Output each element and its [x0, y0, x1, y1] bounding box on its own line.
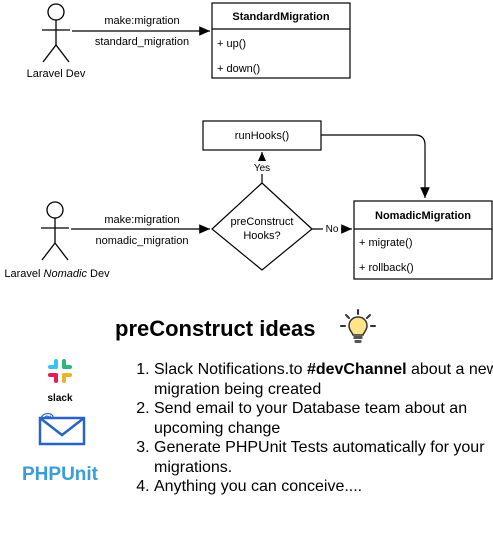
integration-logos: slack @ PHPUnit: [22, 359, 99, 485]
decision-line-1: preConstruct: [231, 216, 294, 228]
method-up: + up(): [217, 38, 246, 50]
laravel-nomadic-dev-actor: [41, 201, 69, 261]
slack-icon: [48, 359, 72, 383]
migration-flow-diagram: Laravel Dev make:migration standard_migr…: [4, 2, 493, 280]
idea-item: Send email to your Database team about a…: [154, 399, 493, 438]
slack-text: slack: [47, 393, 72, 404]
run-hooks-label: runHooks(): [235, 130, 289, 142]
light-bulb-icon: [340, 309, 376, 343]
decision-line-2: Hooks?: [243, 230, 280, 242]
method-rollback: + rollback(): [359, 262, 414, 274]
arrow-label-make-migration: make:migration: [104, 15, 179, 27]
ideas-title: preConstruct ideas: [115, 316, 316, 341]
no-label: No: [326, 224, 339, 235]
arrow-label-nomadic-migration: nomadic_migration: [96, 235, 189, 247]
laravel-nomadic-dev-label: Laravel Nomadic Dev: [4, 268, 110, 280]
preconstruct-hooks-decision: preConstruct Hooks?: [211, 182, 313, 271]
arrow-label-standard-migration: standard_migration: [95, 36, 189, 48]
hooks-to-nomadic-arrow: [321, 134, 430, 198]
email-icon: @: [38, 411, 86, 446]
idea-item: Slack Notifications.to #devChannel about…: [154, 360, 493, 399]
nomadic-migration-class: NomadicMigration + migrate() + rollback(…: [353, 200, 493, 280]
yes-label: Yes: [254, 163, 270, 174]
method-down: + down(): [217, 63, 260, 75]
idea-item: Anything you can conceive....: [154, 477, 493, 497]
standard-migration-name: StandardMigration: [232, 11, 329, 23]
method-migrate: + migrate(): [359, 237, 413, 249]
ideas-list: Slack Notifications.to #devChannel about…: [118, 360, 493, 497]
standard-migration-class: StandardMigration + up() + down(): [211, 2, 351, 79]
arrow-label-make-migration-bottom: make:migration: [104, 214, 179, 226]
phpunit-logo: PHPUnit: [22, 464, 99, 485]
run-hooks-box: runHooks(): [202, 120, 322, 151]
laravel-dev-actor: [42, 3, 70, 63]
nomadic-migration-name: NomadicMigration: [375, 210, 471, 222]
idea-item: Generate PHPUnit Tests automatically for…: [154, 438, 493, 477]
laravel-dev-label: Laravel Dev: [27, 68, 86, 80]
